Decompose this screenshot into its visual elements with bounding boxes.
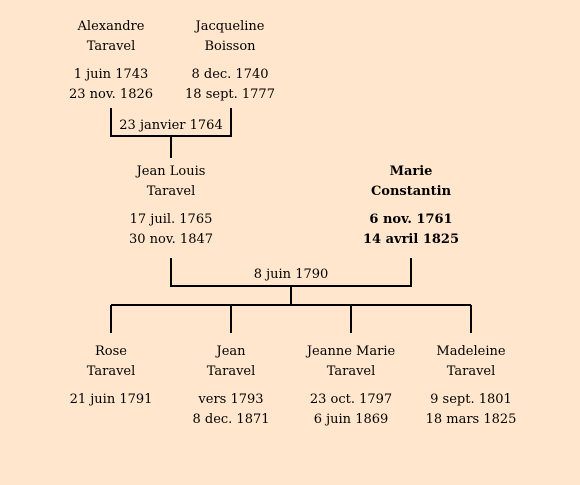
person-child-1: Rose Taravel 21 juin 1791 <box>51 342 171 410</box>
person-first-name: Jacqueline <box>195 19 265 34</box>
person-birth-date: 17 juil. 1765 <box>129 212 213 227</box>
person-birth-date: 6 nov. 1761 <box>369 212 453 227</box>
person-child-4: Madeleine Taravel 9 sept. 1801 18 mars 1… <box>411 342 531 430</box>
person-mother: Marie Constantin 6 nov. 1761 14 avril 18… <box>351 162 471 250</box>
person-last-name: Taravel <box>326 364 376 379</box>
person-death-date: 8 dec. 1871 <box>192 412 270 427</box>
person-first-name: Jean <box>216 344 246 359</box>
person-last-name: Taravel <box>206 364 256 379</box>
person-last-name: Boisson <box>204 39 256 54</box>
person-child-2: Jean Taravel vers 1793 8 dec. 1871 <box>171 342 291 430</box>
person-death-date: 30 nov. 1847 <box>128 232 214 247</box>
person-child-3: Jeanne Marie Taravel 23 oct. 1797 6 juin… <box>291 342 411 430</box>
grandparents-marriage-date: 23 janvier 1764 <box>116 117 226 135</box>
person-last-name: Taravel <box>86 364 136 379</box>
person-birth-date: 9 sept. 1801 <box>430 392 512 407</box>
person-birth-date: 8 dec. 1740 <box>191 67 269 82</box>
person-death-date: 6 juin 1869 <box>313 412 389 427</box>
person-first-name: Alexandre <box>77 19 145 34</box>
person-birth-date: 23 oct. 1797 <box>309 392 393 407</box>
person-last-name: Constantin <box>370 184 452 199</box>
person-birth-date: 21 juin 1791 <box>69 392 153 407</box>
person-first-name: Jean Louis <box>136 164 206 179</box>
person-first-name: Madeleine <box>436 344 506 359</box>
person-grandfather: Alexandre Taravel 1 juin 1743 23 nov. 18… <box>51 17 171 105</box>
person-last-name: Taravel <box>146 184 196 199</box>
person-grandmother: Jacqueline Boisson 8 dec. 1740 18 sept. … <box>170 17 290 105</box>
person-father: Jean Louis Taravel 17 juil. 1765 30 nov.… <box>111 162 231 250</box>
person-death-date: 18 sept. 1777 <box>185 87 275 102</box>
person-birth-date: 1 juin 1743 <box>73 67 149 82</box>
person-last-name: Taravel <box>86 39 136 54</box>
person-last-name: Taravel <box>446 364 496 379</box>
parents-marriage-date: 8 juin 1790 <box>246 266 336 284</box>
person-first-name: Rose <box>95 344 127 359</box>
person-death-date: 23 nov. 1826 <box>68 87 154 102</box>
person-first-name: Marie <box>389 164 433 179</box>
person-death-date: 14 avril 1825 <box>362 232 460 247</box>
person-birth-date: vers 1793 <box>198 392 264 407</box>
person-death-date: 18 mars 1825 <box>425 412 517 427</box>
person-first-name: Jeanne Marie <box>306 344 396 359</box>
